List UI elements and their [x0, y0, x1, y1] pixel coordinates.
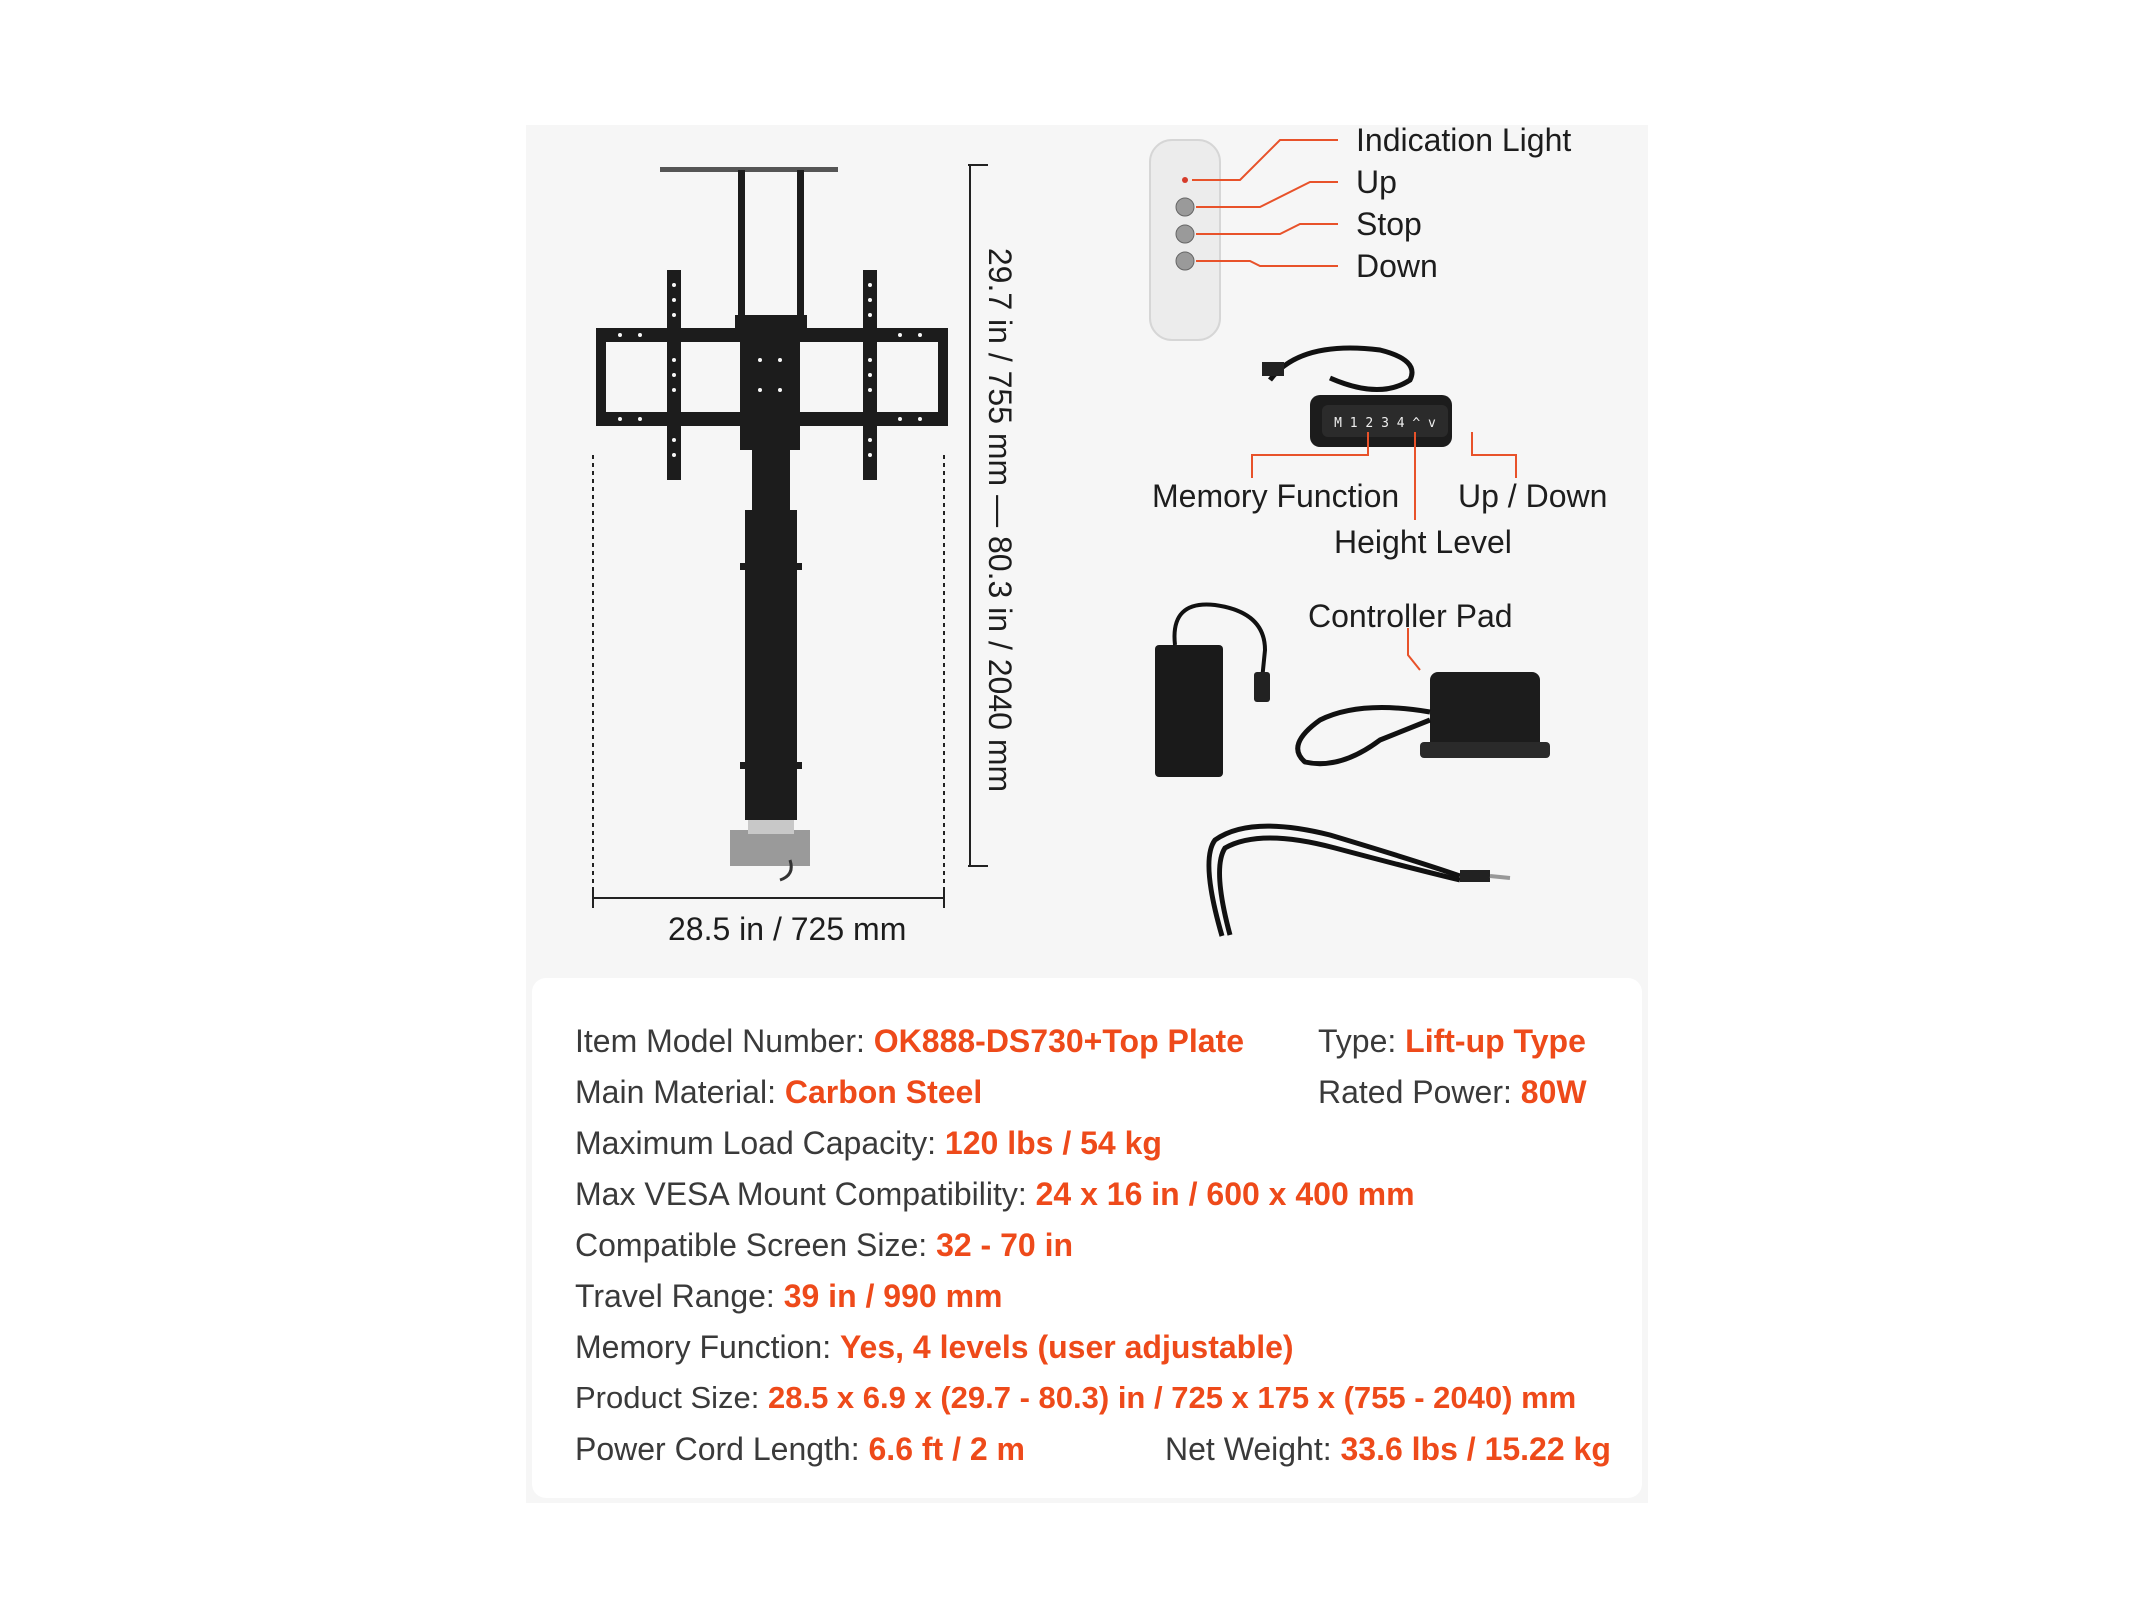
spec-memory-function: Memory Function: Yes, 4 levels (user adj…	[575, 1329, 1294, 1365]
tv-lift-image	[596, 167, 948, 882]
spec-power-cord-length: Power Cord Length: 6.6 ft / 2 m	[575, 1431, 1025, 1467]
spec-screen-size: Compatible Screen Size: 32 - 70 in	[575, 1227, 1074, 1263]
power-adapter-image	[1155, 602, 1270, 777]
height-level-label: Height Level	[1334, 524, 1512, 560]
up-label: Up	[1356, 164, 1397, 200]
remote-control-image	[1149, 139, 1221, 341]
stop-label: Stop	[1356, 206, 1422, 242]
height-dimension-line	[968, 164, 988, 867]
height-dimension-label: 29.7 in / 755 mm — 80.3 in / 2040 mm	[982, 247, 1018, 793]
spec-rated-power: Rated Power: 80W	[1318, 1074, 1587, 1110]
controller-callout-line	[1407, 628, 1421, 671]
width-dimension-line	[592, 455, 945, 908]
controller-pad-label: Controller Pad	[1308, 598, 1513, 634]
spec-vesa: Max VESA Mount Compatibility: 24 x 16 in…	[575, 1176, 1415, 1212]
indication-light-label: Indication Light	[1356, 122, 1572, 158]
keypad-image: M 1 2 3 4 ^ v	[1262, 345, 1452, 447]
spec-net-weight: Net Weight: 33.6 lbs / 15.22 kg	[1165, 1431, 1611, 1467]
spec-main-material: Main Material: Carbon Steel	[575, 1074, 983, 1110]
memory-function-label: Memory Function	[1152, 478, 1400, 514]
remote-callout-lines	[1192, 139, 1338, 267]
spec-model-number: Item Model Number: OK888-DS730+Top Plate	[575, 1023, 1244, 1059]
up-down-label: Up / Down	[1458, 478, 1608, 514]
keypad-callout-lines	[1251, 432, 1517, 520]
keypad-keys: M 1 2 3 4 ^ v	[1334, 416, 1436, 431]
down-label: Down	[1356, 248, 1438, 284]
power-cord-image	[1206, 823, 1511, 937]
width-dimension-label: 28.5 in / 725 mm	[668, 911, 907, 947]
controller-box-image	[1295, 672, 1550, 767]
spec-product-size: Product Size: 28.5 x 6.9 x (29.7 - 80.3)…	[575, 1380, 1577, 1415]
spec-max-load: Maximum Load Capacity: 120 lbs / 54 kg	[575, 1125, 1162, 1161]
spec-type: Type: Lift-up Type	[1318, 1023, 1586, 1059]
spec-travel-range: Travel Range: 39 in / 990 mm	[575, 1278, 1003, 1314]
specs-card	[532, 978, 1642, 1498]
